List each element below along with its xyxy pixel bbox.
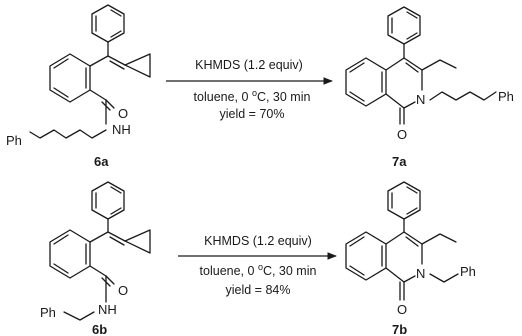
product-7a-structure: O N Ph [345,6,514,142]
n-substituent-phenyl-label: Ph [498,89,514,104]
benzo-ring [345,57,387,107]
compound-label-6a: 6a [94,154,109,169]
pyridone-ring: O N [385,57,425,142]
ethyl-group [421,233,457,245]
benzo-ring [345,231,387,281]
n-substituent-phenyl-label: Ph [6,133,22,148]
ring-nitrogen-label: N [416,266,425,281]
substrate-6a-structure: O NH Ph [6,4,151,148]
n-substituent-phenyl-label: Ph [40,305,56,320]
benzyl-chain: Ph [40,305,95,321]
alkylidenecyclopropane [107,229,151,254]
benzene-ring [49,53,109,103]
phenyl-ring [91,181,125,233]
benzene-ring [49,229,109,279]
carbonyl-oxygen-label: O [397,127,407,142]
reagent-label-2: KHMDS (1.2 equiv) [204,234,312,248]
amide-group: O NH [101,99,131,137]
ring-nitrogen-label: N [416,92,425,107]
amide-oxygen-label: O [118,283,128,298]
amide-nh-label: NH [98,302,117,317]
compound-label-7a: 7a [392,154,407,169]
amide-nh-label: NH [112,122,131,137]
compound-label-7b: 7b [392,322,407,336]
ethyl-group [421,59,457,71]
amide-group: O NH [98,275,128,317]
phenylbutyl-chain: Ph [429,89,514,104]
reaction-1: O NH Ph 6a KHMDS (1.2 equiv) toluene, 0 … [6,4,514,169]
conditions-label-2: toluene, 0 oC, 30 min [200,262,317,278]
amide-oxygen-label: O [118,106,128,121]
reagent-label-1: KHMDS (1.2 equiv) [195,58,303,72]
reaction-2: O NH Ph 6b KHMDS (1.2 equiv) toluene, 0 … [40,181,476,336]
phenyl-ring [91,4,125,57]
yield-label-2: yield = 84% [226,283,291,297]
yield-label-1: yield = 70% [220,107,285,121]
phenylbutyl-chain: Ph [6,129,107,148]
carbonyl-oxygen-label: O [397,302,407,317]
phenyl-ring [387,6,421,59]
alkylidenecyclopropane [107,53,151,78]
n-substituent-phenyl-label: Ph [460,264,476,279]
compound-label-6b: 6b [92,322,107,336]
benzyl-chain: Ph [429,264,476,283]
product-7b-structure: O N Ph [345,181,476,317]
pyridone-ring: O N [385,231,425,317]
phenyl-ring [387,181,421,233]
substrate-6b-structure: O NH Ph [40,181,151,321]
conditions-label-1: toluene, 0 oC, 30 min [194,88,311,104]
